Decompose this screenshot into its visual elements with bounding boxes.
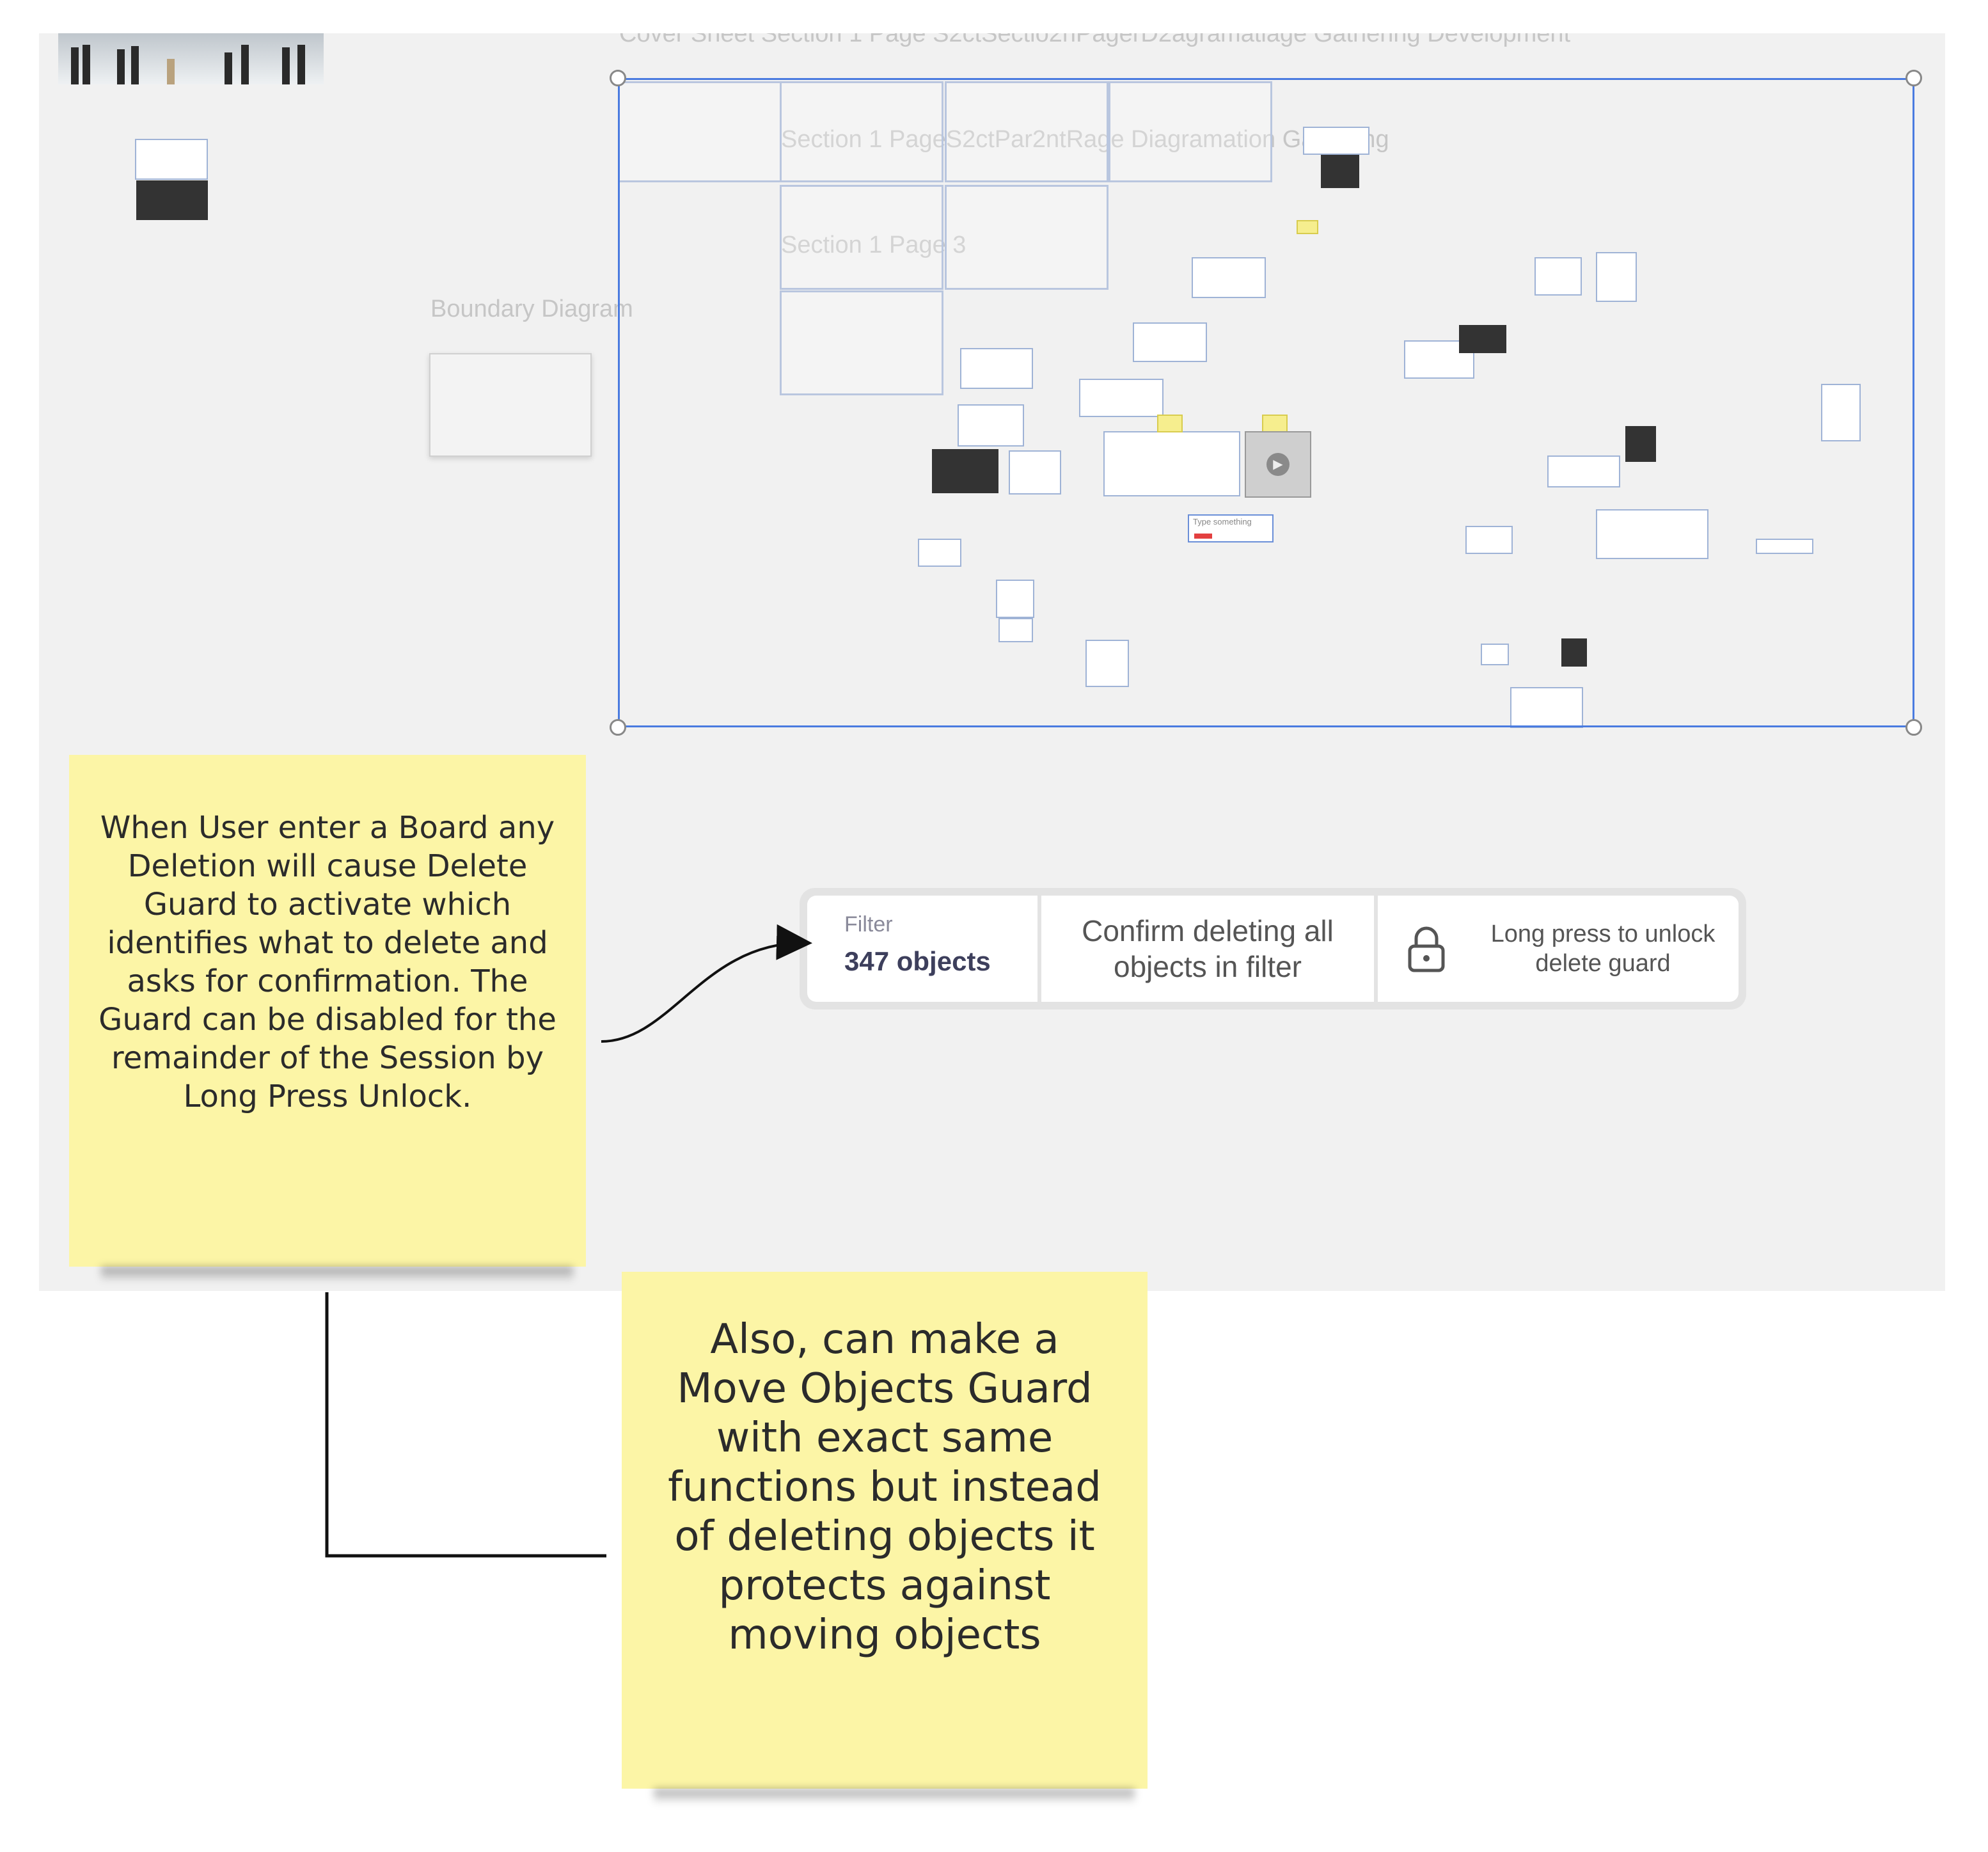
sticky-note-text: Also, can make a Move Objects Guard with…: [668, 1316, 1101, 1659]
frame-title-boundary-diagram: Boundary Diagram: [430, 296, 633, 322]
resize-handle-bottom-left[interactable]: [610, 719, 626, 736]
board-object[interactable]: [1079, 379, 1164, 417]
board-object[interactable]: [1756, 539, 1813, 554]
board-object[interactable]: [1534, 257, 1582, 296]
board-object[interactable]: [1625, 426, 1656, 462]
boundary-diagram-frame[interactable]: [429, 353, 592, 457]
small-board-thumbnail[interactable]: [135, 139, 208, 180]
arrow-connector[interactable]: [601, 924, 812, 1043]
lock-icon: [1407, 924, 1446, 973]
board-object[interactable]: [918, 539, 961, 567]
frame[interactable]: [780, 81, 943, 182]
board-object[interactable]: [1404, 340, 1474, 379]
unlock-delete-guard-button[interactable]: Long press to unlock delete guard: [1378, 896, 1739, 1002]
board-object[interactable]: [1481, 644, 1509, 665]
resize-handle-bottom-right[interactable]: [1905, 719, 1922, 736]
resize-handle-top-right[interactable]: [1905, 70, 1922, 86]
sticky-mini[interactable]: [1297, 220, 1318, 234]
divider: [1374, 896, 1378, 1002]
board-object[interactable]: [960, 348, 1033, 389]
board-object[interactable]: [1103, 431, 1240, 496]
filter-summary[interactable]: Filter 347 objects: [807, 896, 1037, 1002]
board-object[interactable]: [1192, 257, 1266, 298]
sticky-note-delete-guard[interactable]: When User enter a Board any Deletion wil…: [69, 755, 586, 1267]
board-object[interactable]: [1596, 252, 1637, 302]
sticky-mini[interactable]: [1157, 415, 1183, 432]
board-object[interactable]: [1465, 526, 1513, 554]
sticky-mini[interactable]: [1262, 415, 1288, 432]
board-object[interactable]: [1547, 455, 1620, 487]
filter-object-count: 347 objects: [844, 946, 991, 976]
video-thumbnail[interactable]: ▶: [1245, 431, 1311, 498]
confirm-delete-button[interactable]: Confirm deleting all objects in filter: [1041, 896, 1374, 1002]
board-object[interactable]: [996, 580, 1034, 618]
board-object[interactable]: [1085, 640, 1129, 687]
board-object[interactable]: [1459, 325, 1506, 353]
frame-title-row-three: Section 1 Page 3: [781, 232, 966, 258]
board-object[interactable]: [932, 449, 998, 493]
resize-handle-top-left[interactable]: [610, 70, 626, 86]
sticky-note-text: When User enter a Board any Deletion wil…: [99, 810, 556, 1114]
sticky-note-move-guard[interactable]: Also, can make a Move Objects Guard with…: [622, 1272, 1148, 1789]
board-object[interactable]: [958, 404, 1024, 447]
board-object[interactable]: [998, 618, 1033, 642]
text-widget[interactable]: Type something: [1188, 514, 1274, 542]
frame[interactable]: [1108, 81, 1272, 182]
frame[interactable]: [945, 185, 1108, 290]
board-object[interactable]: [1510, 687, 1583, 728]
frame[interactable]: [780, 290, 943, 395]
play-icon: ▶: [1266, 453, 1290, 476]
unlock-label: Long press to unlock delete guard: [1490, 921, 1716, 977]
frame-title-row-two: Section 1 PageS2ctPar2ntRage Diagramatio…: [781, 126, 1389, 153]
board-object[interactable]: [1321, 155, 1359, 188]
people-photo-thumbnail[interactable]: [58, 33, 324, 84]
small-board-thumbnail-dark[interactable]: [136, 180, 208, 220]
board-object[interactable]: [1561, 638, 1587, 667]
filter-label: Filter: [844, 912, 893, 937]
frame[interactable]: [780, 185, 943, 290]
text-widget-label: Type something: [1193, 517, 1252, 526]
board-object[interactable]: [1821, 384, 1861, 441]
board-object[interactable]: [1303, 127, 1369, 155]
delete-guard-toolbar: Filter 347 objects Confirm deleting all …: [800, 888, 1746, 1009]
frame-title-top-row: Cover Sheet Section 1 Page S2ctSectio2nP…: [619, 33, 1571, 47]
divider: [1037, 896, 1041, 1002]
confirm-delete-label: Confirm deleting all objects in filter: [1082, 914, 1334, 983]
board-object[interactable]: [1133, 322, 1207, 362]
selection-rectangle[interactable]: [618, 78, 1914, 727]
board-object[interactable]: [1009, 450, 1061, 495]
frame[interactable]: [945, 81, 1108, 182]
board-object[interactable]: [1596, 509, 1708, 559]
elbow-connector[interactable]: [325, 1292, 606, 1558]
